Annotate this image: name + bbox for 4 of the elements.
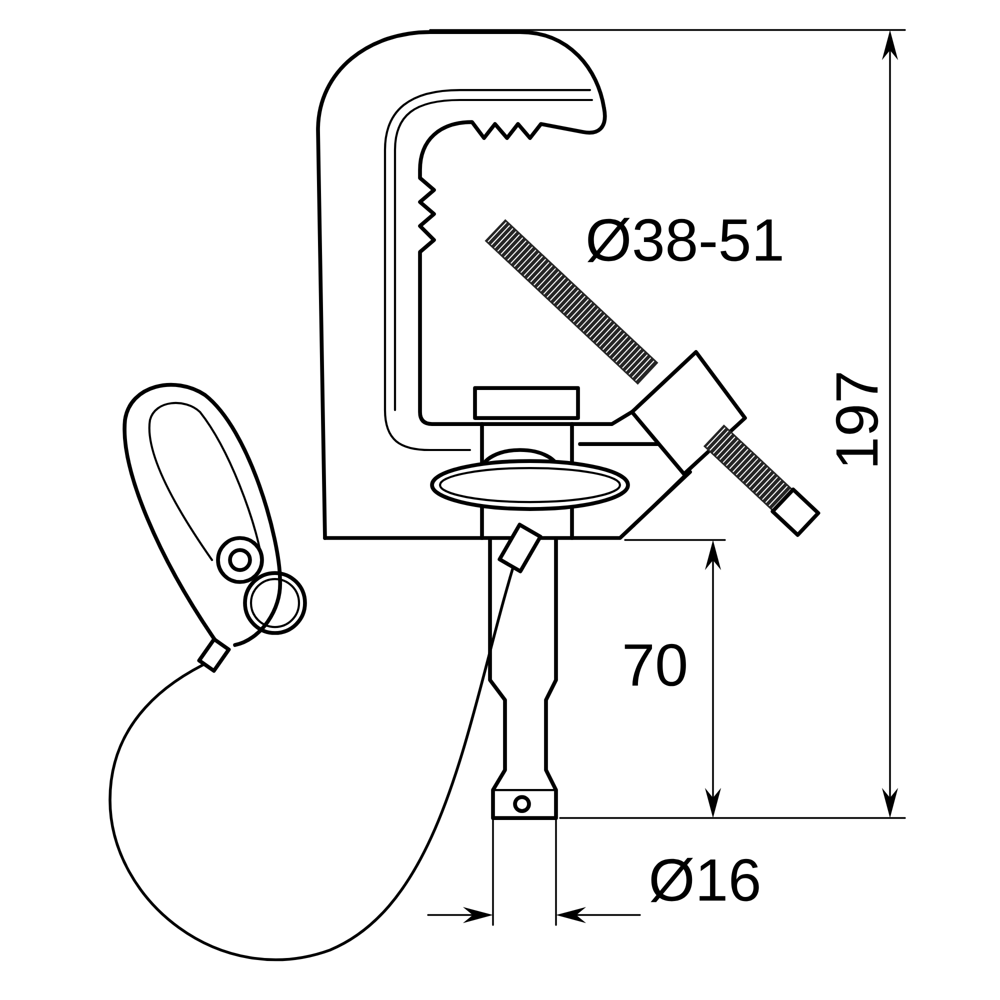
dimension-label: Ø38-51: [587, 218, 782, 262]
dimension-label: 70: [624, 644, 686, 686]
dimension-label: 197: [836, 373, 878, 466]
dimension-label: Ø16: [650, 858, 759, 902]
